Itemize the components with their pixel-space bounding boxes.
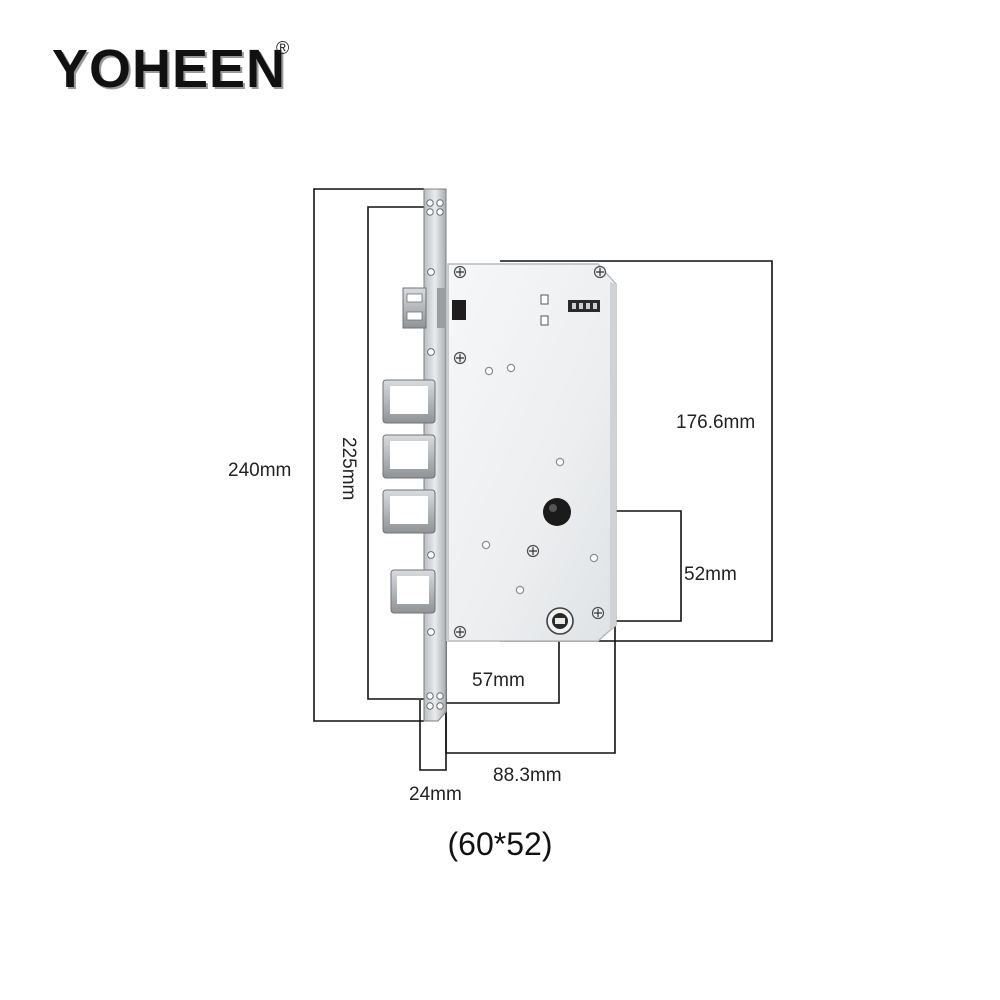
dim-24-line (419, 700, 447, 771)
dimension-lines (313, 188, 773, 771)
dim-225-label: 225mm (338, 437, 359, 500)
dim-52-line (560, 510, 682, 622)
screw-bottom-left (453, 625, 467, 639)
cylinder-hole (543, 498, 571, 526)
dim-57-label: 57mm (472, 670, 525, 691)
screw-center (526, 544, 540, 558)
screw-top-left (453, 265, 467, 279)
dim-176-line (500, 260, 773, 642)
dim-176-label: 176.6mm (676, 412, 755, 433)
dim-225-line (367, 206, 430, 700)
dead-bolt-2 (382, 434, 436, 479)
dead-bolt-1 (382, 379, 436, 424)
lock-case (447, 263, 617, 642)
screw-bottom-right (591, 606, 605, 620)
brand-logo: YOHEEN (52, 39, 287, 99)
case-screws (453, 265, 607, 639)
dim-240-line (313, 188, 424, 722)
screw-top-right (593, 265, 607, 279)
registered-mark: ® (276, 38, 290, 58)
screw-left-mid (453, 351, 467, 365)
case-rivets (481, 363, 599, 595)
dim-240-label: 240mm (228, 460, 291, 481)
dead-bolt-3 (382, 489, 436, 534)
dead-bolts (382, 379, 436, 614)
spindle-hub (546, 607, 574, 635)
dim-24-label: 24mm (409, 784, 462, 805)
latch-bolt (402, 287, 446, 329)
size-caption: (60*52) (447, 826, 553, 862)
dim-88-label: 88.3mm (493, 765, 562, 786)
dead-bolt-4 (390, 569, 436, 614)
dim-52-label: 52mm (684, 564, 737, 585)
